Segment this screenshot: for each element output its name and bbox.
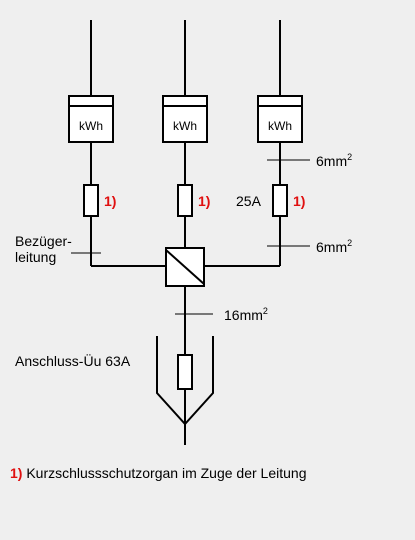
cable-lower-label: 6mm2 [316,238,352,255]
fuse-left-mark: 1) [104,193,116,209]
footnote-mark: 1) [10,465,22,481]
fuse-center-mark: 1) [198,193,210,209]
meter-right: kWh [257,95,303,143]
bezueger-label-2: leitung [15,249,56,265]
fuse-rating-label: 25A [236,193,262,209]
meter-center: kWh [162,95,208,143]
meter-left: kWh [68,95,114,143]
fuse-left [83,184,99,217]
anschluss-unit [156,336,214,426]
main-cable-label: 16mm2 [224,306,268,323]
meter-left-label: kWh [79,119,103,133]
meter-center-label: kWh [173,119,197,133]
footnote-text: Kurzschlussschutzorgan im Zuge der Leitu… [22,465,306,481]
footnote: 1) Kurzschlussschutzorgan im Zuge der Le… [10,465,307,481]
cable-upper-label: 6mm2 [316,152,352,169]
meter-right-label: kWh [268,119,292,133]
fuse-right-mark: 1) [293,193,305,209]
fuse-center [177,184,193,217]
splitter-box [165,247,205,287]
anschluss-label: Anschluss-Üu 63A [15,352,131,369]
bezueger-label-1: Bezüger- [15,233,72,249]
fuse-right [272,184,288,217]
